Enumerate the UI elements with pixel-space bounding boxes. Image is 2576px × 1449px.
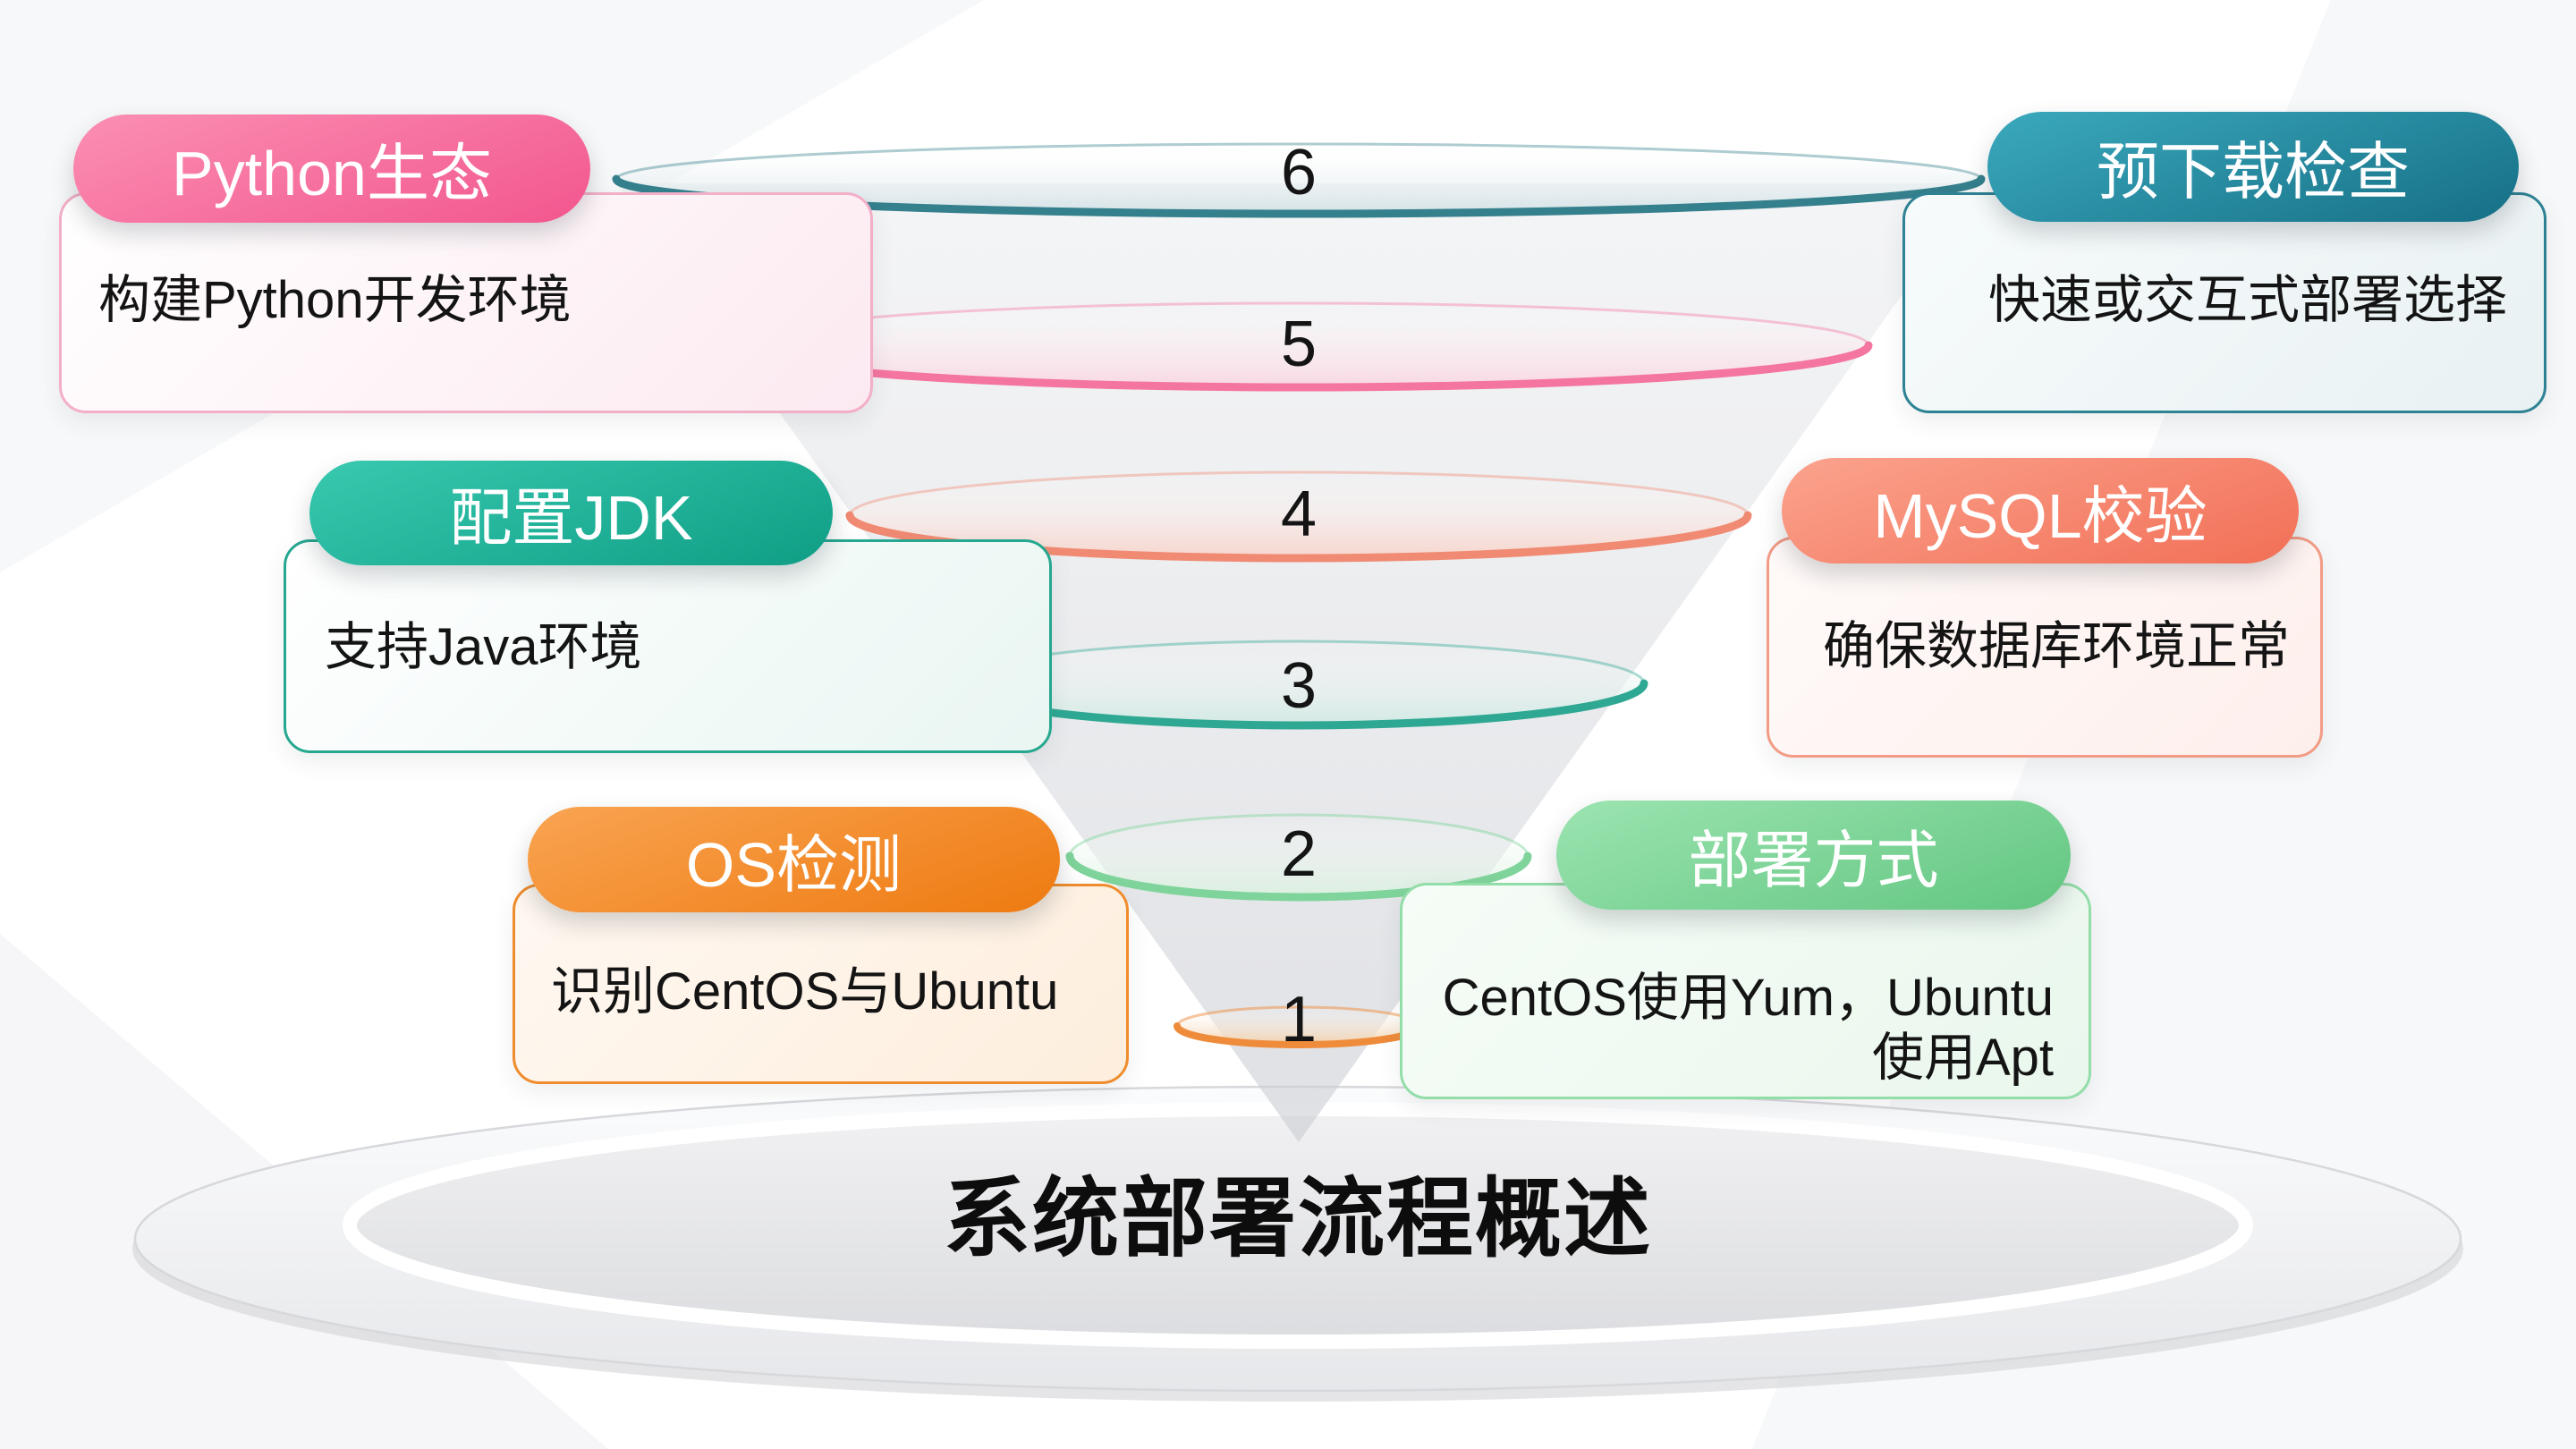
pill-deploy-label: 部署方式 [1688,825,1939,895]
pill-os-detection: OS检测 [528,807,1060,912]
page-title: 系统部署流程概述 [944,1170,1652,1267]
pill-os-label: OS检测 [685,829,902,900]
card-os-detection: 识别CentOS与Ubuntu [513,884,1129,1084]
funnel-level-number-3: 3 [1281,650,1317,722]
funnel-level-number-1: 1 [1281,984,1317,1055]
funnel-level-number-2: 2 [1281,818,1317,890]
card-mysql-verify: 确保数据库环境正常 [1767,537,2323,758]
funnel-level-number-4: 4 [1281,479,1317,550]
pill-predownload-check: 预下载检查 [1987,112,2519,222]
card-python-ecosystem: 构建Python开发环境 [59,192,873,413]
pill-python-label: Python生态 [172,139,492,208]
funnel-level-number-5: 5 [1281,309,1317,380]
card-predownload-description: 快速或交互式部署选择 [1987,271,2507,329]
card-configure-jdk: 支持Java环境 [284,539,1052,753]
card-deploy-description-line1: CentOS使用Yum，Ubuntu [1442,969,2054,1027]
pill-configure-jdk: 配置JDK [309,461,833,565]
card-predownload-check: 快速或交互式部署选择 [1902,192,2546,413]
card-os-description: 识别CentOS与Ubuntu [551,962,1059,1021]
funnel-ring-2 [1070,815,1528,897]
funnel-ring-1 [1177,1007,1420,1045]
card-jdk-description: 支持Java环境 [325,618,642,676]
funnel-ring-5 [729,303,1868,387]
funnel-ring-4 [850,472,1748,558]
card-python-description: 构建Python开发环境 [98,271,572,329]
funnel-ring-6 [616,144,1981,214]
pill-mysql-verify: MySQL校验 [1782,458,2299,564]
card-deploy-method: CentOS使用Yum，Ubuntu 使用Apt [1400,883,2091,1099]
funnel-level-number-6: 6 [1281,137,1317,208]
pill-mysql-label: MySQL校验 [1873,480,2207,551]
pill-deploy-method: 部署方式 [1556,801,2071,910]
pill-python-ecosystem: Python生态 [73,114,590,223]
card-mysql-description: 确保数据库环境正常 [1822,617,2290,675]
card-deploy-description: CentOS使用Yum，Ubuntu 使用Apt [1443,968,2054,1088]
pill-jdk-label: 配置JDK [449,483,693,553]
card-deploy-description-line2: 使用Apt [1871,1029,2054,1087]
funnel-ring-3 [953,641,1644,725]
pill-predownload-label: 预下载检查 [2097,137,2410,207]
